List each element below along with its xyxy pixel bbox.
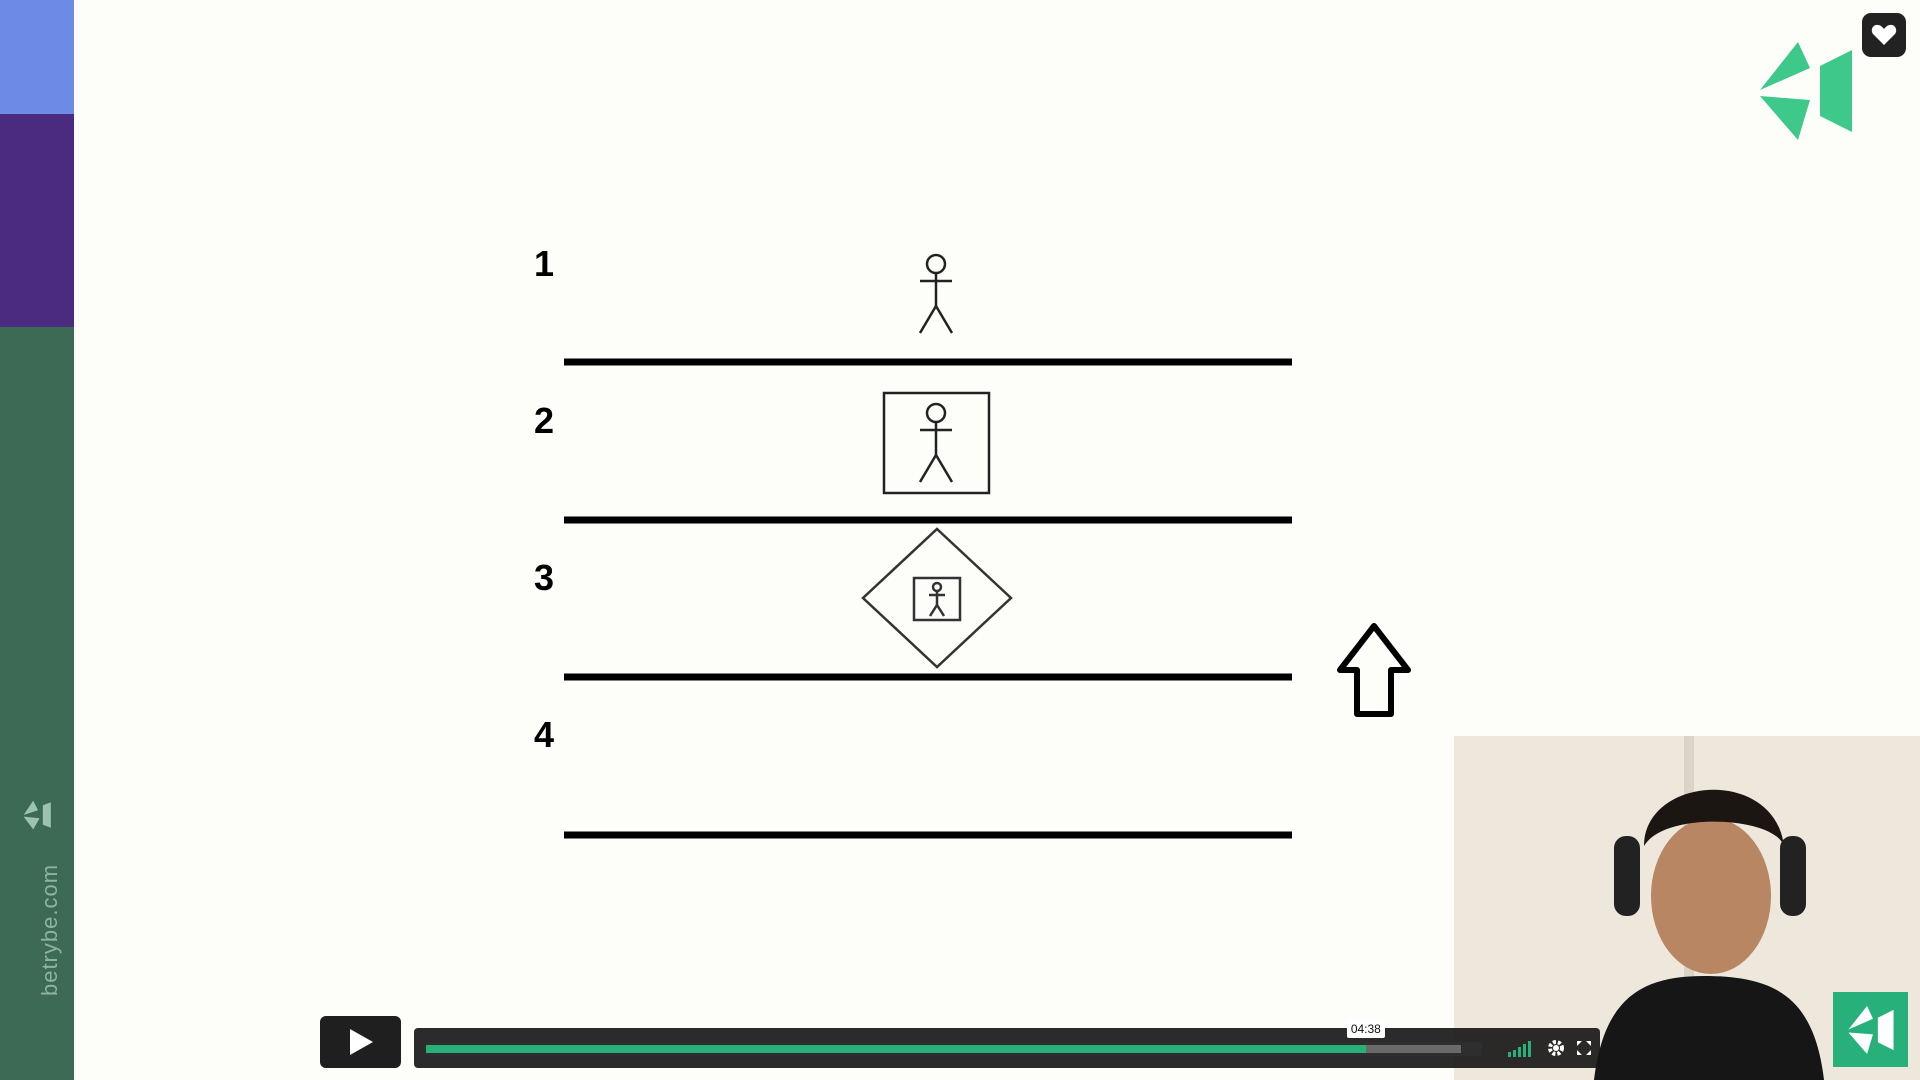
play-icon [349, 1029, 373, 1055]
gear-icon[interactable] [1546, 1038, 1566, 1058]
diamond-boxed-person-icon [861, 527, 1013, 669]
volume-icon[interactable] [1508, 1039, 1536, 1057]
level-number-1: 1 [534, 243, 554, 284]
arrow-up-icon [1337, 623, 1411, 717]
webcam-video [1454, 736, 1920, 1080]
sidebar-blue-band [0, 0, 74, 114]
progress-played [426, 1045, 1366, 1053]
trybe-corner-logo[interactable] [1833, 992, 1908, 1067]
trybe-logo-icon [23, 800, 51, 830]
level-number-4: 4 [534, 714, 554, 755]
favorite-button[interactable] [1862, 13, 1906, 57]
boxed-person-icon [882, 391, 991, 495]
person-icon [918, 253, 954, 334]
sidebar: betrybe.com [0, 0, 74, 1080]
sidebar-purple-band [0, 114, 74, 327]
video-controls: 04:38 [320, 1016, 1600, 1068]
fullscreen-icon[interactable] [1576, 1040, 1592, 1056]
level-number-3: 3 [534, 557, 554, 598]
trybe-logo-icon [1847, 1005, 1894, 1054]
progress-bar-container: 04:38 [414, 1020, 1600, 1068]
trybe-logo-icon [1760, 42, 1852, 140]
heart-icon [1871, 24, 1897, 45]
level-number-2: 2 [534, 400, 554, 441]
progress-track[interactable] [426, 1042, 1482, 1056]
play-button[interactable] [320, 1016, 401, 1068]
time-tooltip: 04:38 [1346, 1020, 1385, 1038]
